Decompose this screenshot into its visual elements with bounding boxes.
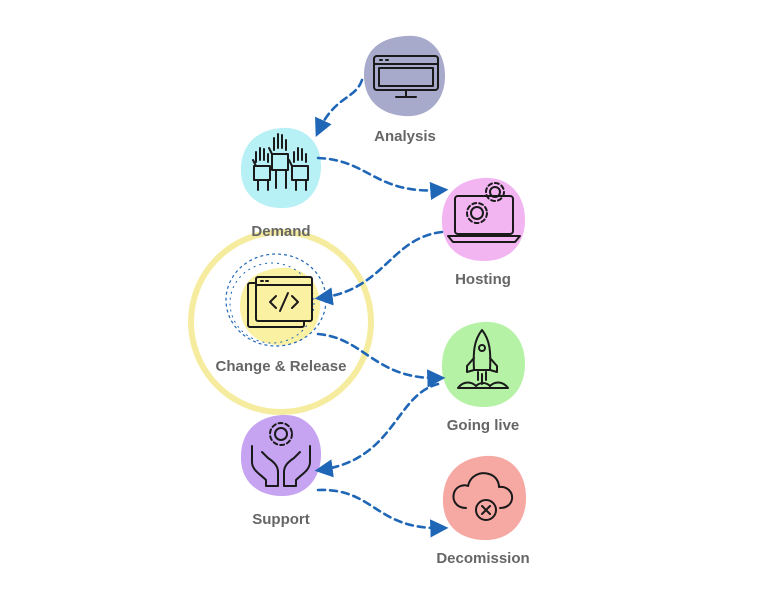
dotted-scribble-inner (229, 262, 315, 344)
going-live-label: Going live (446, 417, 520, 434)
arrow-golive-to-support (314, 382, 440, 478)
highlight-ring (188, 229, 374, 415)
rocket-icon (457, 329, 509, 389)
arrow-demand-to-hosting (316, 156, 449, 201)
change-release-label: Change & Release (215, 358, 347, 375)
arrow-hosting-to-change (314, 230, 444, 306)
monitor-icon (373, 55, 439, 98)
analysis-label: Analysis (374, 128, 436, 145)
golive-blob (441, 321, 526, 408)
support-label: Support (252, 511, 310, 528)
arrow-analysis-to-demand (315, 78, 364, 137)
cloud-x-icon (452, 472, 514, 521)
demand-blob (240, 127, 322, 209)
arrow-change-to-golive (316, 332, 446, 388)
hosting-label: Hosting (455, 271, 511, 288)
demand-label: Demand (251, 223, 311, 240)
decomission-label: Decomission (436, 550, 530, 567)
hands-gear-icon (251, 422, 311, 487)
code-window-icon (247, 276, 313, 328)
raised-hands-icon (252, 133, 309, 191)
decom-blob (442, 455, 527, 541)
arrow-support-to-decom (316, 488, 449, 538)
laptop-gears-icon (447, 182, 521, 243)
